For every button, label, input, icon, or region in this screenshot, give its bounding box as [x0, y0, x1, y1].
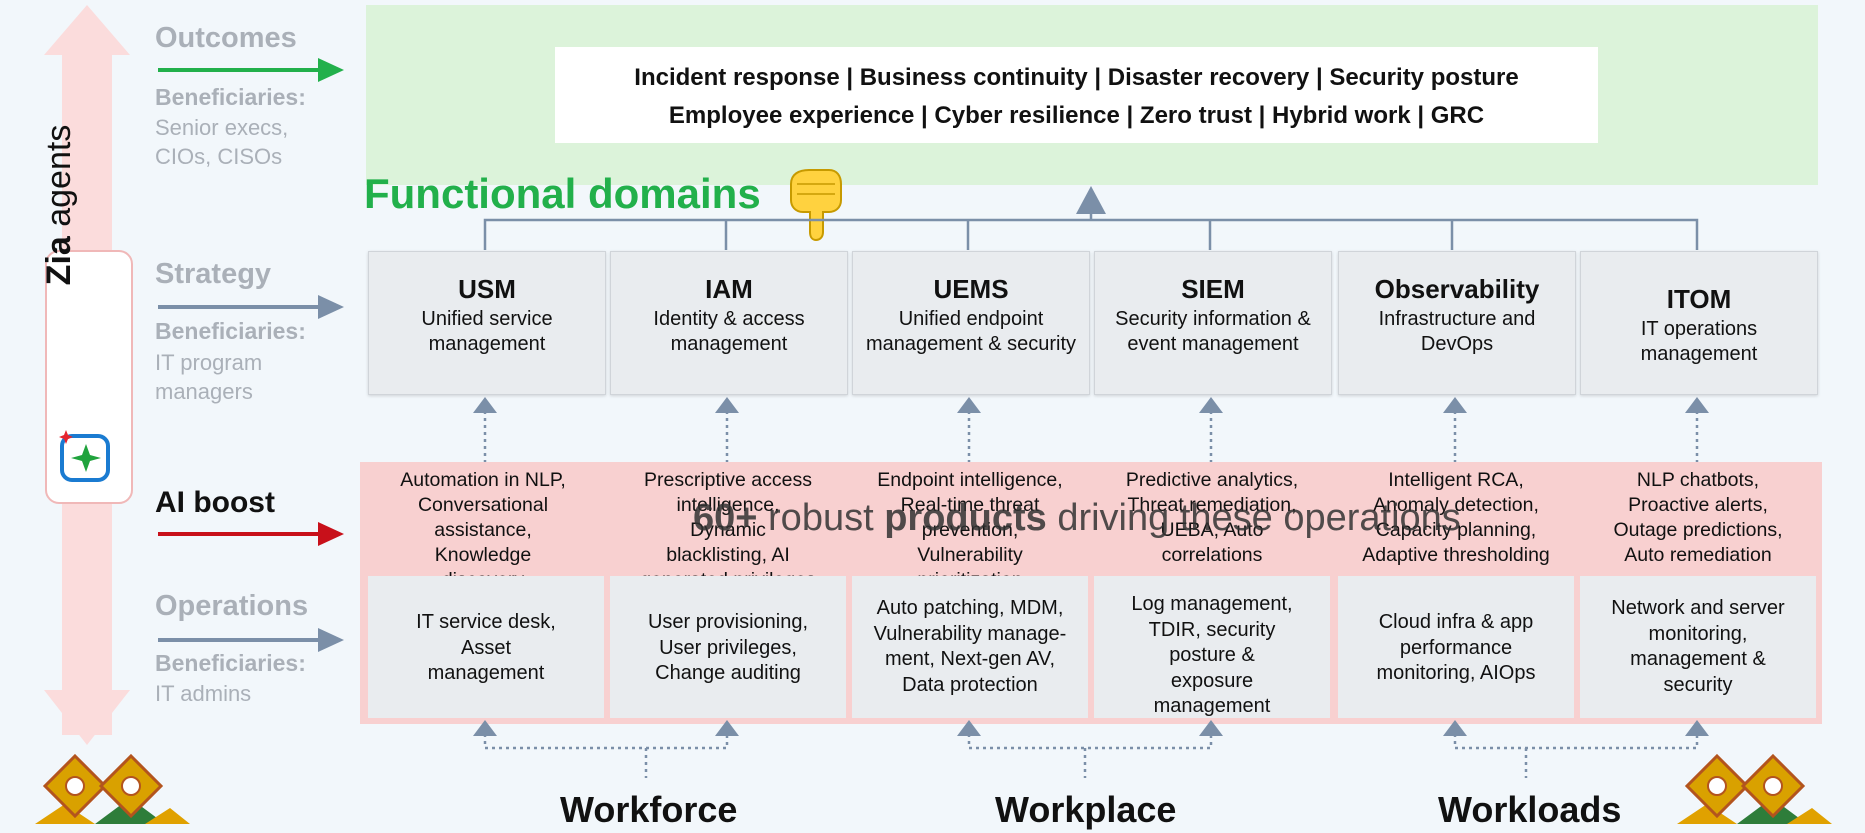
outcomes-arrowhead	[318, 58, 344, 82]
operations-label: Operations	[155, 590, 309, 622]
ai-boost-arrow	[158, 532, 318, 536]
strategy-arrow	[158, 305, 318, 309]
outcomes-box: Incident response | Business continuity …	[555, 47, 1598, 143]
ai-to-domain-arrows	[473, 397, 1709, 463]
outcomes-beneficiaries-label: Beneficiaries:	[155, 84, 306, 110]
ai-boost-arrowhead	[318, 522, 344, 546]
ops-box-uems: Auto patching, MDM,Vulnerability manage-…	[852, 576, 1088, 718]
outcomes-line-1: Incident response | Business continuity …	[634, 64, 1519, 91]
ops-box-iam: User provisioning,User privileges,Change…	[610, 576, 846, 718]
operations-beneficiaries-label: Beneficiaries:	[155, 650, 306, 676]
operations-arrowhead	[318, 628, 344, 652]
ai-text-siem: Predictive analytics,Threat remediation,…	[1125, 469, 1299, 566]
ai-text-observability: Intelligent RCA,Anomaly detection,Capaci…	[1362, 469, 1550, 566]
products-overlay-caption: 60+ robust products driving these operat…	[693, 497, 1461, 539]
strategy-beneficiaries-label: Beneficiaries:	[155, 318, 306, 344]
right-ornament-icon	[1677, 753, 1832, 824]
strategy-arrowhead	[318, 295, 344, 319]
left-ornament-icon	[35, 753, 190, 824]
pointing-hand-icon	[790, 169, 842, 242]
ai-text-itom: NLP chatbots,Proactive alerts,Outage pre…	[1613, 469, 1783, 566]
zia-agents-label: Zia agents	[40, 124, 78, 286]
workforce-label: Workforce	[560, 789, 738, 830]
zia-sparkle-icon	[59, 430, 110, 482]
workplace-label: Workplace	[995, 789, 1177, 830]
outcomes-line-2: Employee experience | Cyber resilience |…	[668, 102, 1485, 129]
bottom-connector-lines	[473, 720, 1709, 778]
operations-beneficiaries: IT admins	[155, 681, 252, 706]
operations-arrow	[158, 638, 318, 642]
domain-connector-lines	[483, 186, 1699, 250]
outcomes-label: Outcomes	[155, 22, 297, 54]
workloads-label: Workloads	[1438, 789, 1622, 830]
outcomes-beneficiaries: Senior execs,CIOs, CISOs	[155, 115, 289, 169]
strategy-label: Strategy	[155, 258, 272, 290]
ai-boost-label: AI boost	[155, 486, 275, 519]
outcomes-arrow	[158, 68, 318, 72]
vertical-arrow-head-down	[44, 690, 130, 745]
functional-domains-title: Functional domains	[364, 170, 761, 217]
